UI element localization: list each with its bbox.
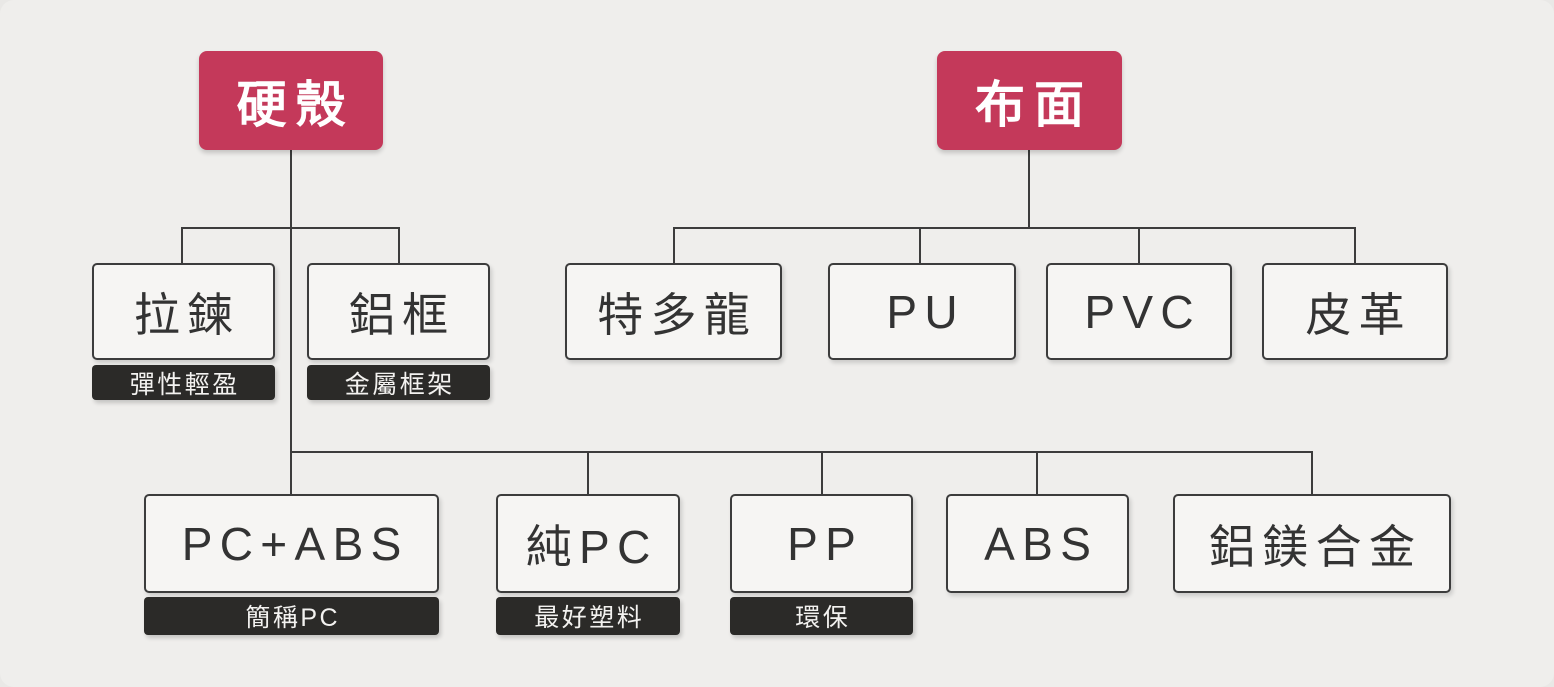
connector-hard-shell-trunk	[290, 150, 292, 494]
connector-alloy-drop	[1311, 452, 1313, 494]
connector-zipper-drop	[181, 228, 183, 263]
connector-pvc-drop	[1138, 228, 1140, 263]
node-zipper: 拉鍊	[92, 263, 275, 360]
node-pu: PU	[828, 263, 1016, 360]
node-abs: ABS	[946, 494, 1129, 593]
root-node-hard-shell: 硬殼	[199, 51, 383, 150]
connector-hard-shell-branch	[181, 227, 400, 229]
connector-fabric-branch	[673, 227, 1356, 229]
node-pp: PP	[730, 494, 913, 593]
note-pc-abs: 簡稱PC	[144, 597, 439, 635]
connector-abs-drop	[1036, 452, 1038, 494]
node-pc-abs: PC+ABS	[144, 494, 439, 593]
note-pure-pc: 最好塑料	[496, 597, 680, 635]
node-al-mg-alloy: 鋁鎂合金	[1173, 494, 1451, 593]
connector-tetoron-drop	[673, 228, 675, 263]
node-pvc: PVC	[1046, 263, 1232, 360]
node-tetoron: 特多龍	[565, 263, 782, 360]
note-zipper: 彈性輕盈	[92, 365, 275, 400]
connector-fabric-trunk	[1028, 150, 1030, 228]
connector-shell-materials-branch	[290, 451, 1313, 453]
note-aluminum-frame: 金屬框架	[307, 365, 490, 400]
node-pure-pc: 純PC	[496, 494, 680, 593]
connector-alframe-drop	[398, 228, 400, 263]
connector-pp-drop	[821, 452, 823, 494]
connector-leather-drop	[1354, 228, 1356, 263]
note-pp: 環保	[730, 597, 913, 635]
connector-pu-drop	[919, 228, 921, 263]
node-leather: 皮革	[1262, 263, 1448, 360]
root-node-fabric: 布面	[937, 51, 1122, 150]
connector-purepc-drop	[587, 452, 589, 494]
node-aluminum-frame: 鋁框	[307, 263, 490, 360]
